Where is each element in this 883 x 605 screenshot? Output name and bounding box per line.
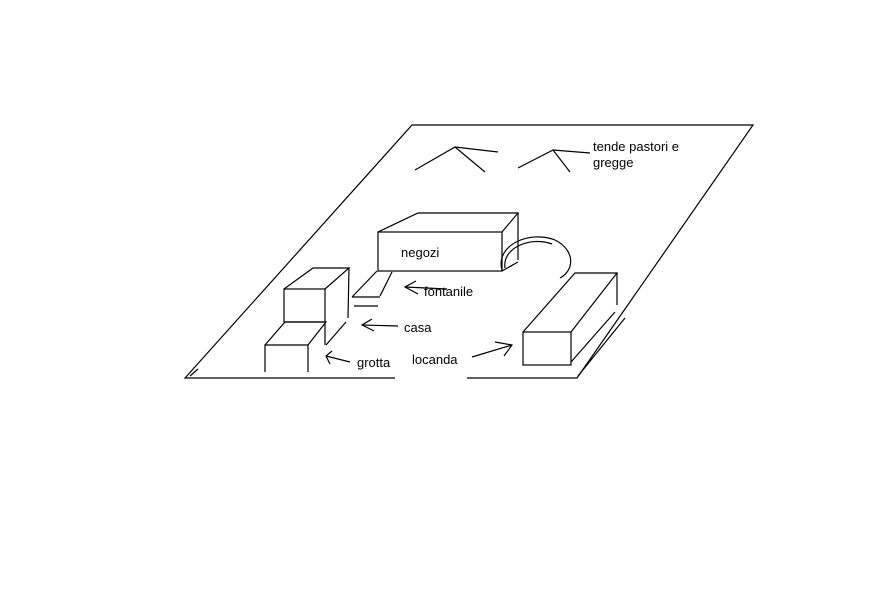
tent-2 [517,149,591,173]
arrow-fountain [403,280,448,295]
shops-building [377,212,520,272]
label-cave: grotta [357,355,391,370]
path-arc [500,236,572,279]
label-shops: negozi [401,245,440,260]
tent-1 [414,146,499,173]
arrow-inn [471,341,514,358]
arrow-house [360,318,399,332]
label-inn: locanda [412,352,458,367]
arrow-cave [325,350,351,365]
inn-building [522,272,626,377]
label-tents-line1: tende pastori e [593,139,680,154]
fountain-structure [351,270,393,307]
label-fountain: fontanile [424,284,474,299]
label-house: casa [404,320,432,335]
cave-structure [264,321,328,372]
label-tents-line2: gregge [593,155,634,170]
ground-plane [183,124,755,379]
